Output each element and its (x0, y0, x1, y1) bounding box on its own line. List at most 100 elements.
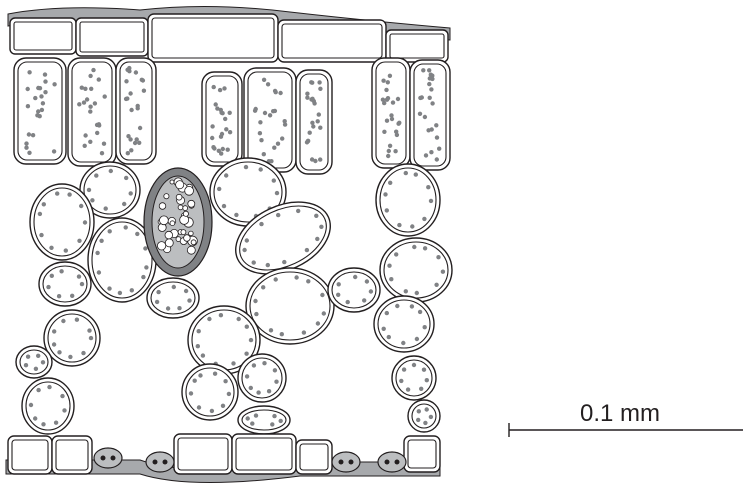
chloroplast (382, 130, 386, 134)
chloroplast (129, 148, 133, 152)
chloroplast (385, 311, 389, 315)
chloroplast (40, 108, 44, 112)
chloroplast (318, 157, 322, 161)
vessel (183, 211, 188, 216)
chloroplast (97, 77, 101, 81)
chloroplast (64, 248, 68, 252)
chloroplast (226, 148, 230, 152)
chloroplast (434, 123, 438, 127)
vessel (185, 186, 194, 195)
chloroplast (388, 144, 392, 148)
chloroplast (24, 146, 28, 150)
chloroplast (95, 251, 99, 255)
chloroplast (210, 124, 214, 128)
chloroplast (43, 72, 47, 76)
chloroplast (381, 79, 385, 83)
chloroplast (283, 119, 287, 123)
chloroplast (135, 137, 139, 141)
chloroplast (83, 87, 87, 91)
spongy-cell (30, 184, 94, 260)
chloroplast (388, 74, 392, 78)
chloroplast (314, 214, 318, 218)
chloroplast (429, 199, 433, 203)
chloroplast (38, 212, 42, 216)
chloroplast (426, 185, 430, 189)
chloroplast (127, 66, 131, 70)
lower-epidermal-cell (232, 434, 296, 474)
chloroplast (118, 291, 122, 295)
chloroplast (223, 379, 227, 383)
chloroplast (81, 351, 85, 355)
chloroplast (52, 149, 56, 153)
chloroplast (258, 131, 262, 135)
palisade-cell (202, 72, 242, 166)
chloroplast (189, 391, 193, 395)
chloroplast (441, 270, 445, 274)
chloroplast (396, 97, 400, 101)
chloroplast (270, 422, 274, 426)
chloroplast (42, 202, 46, 206)
palisade-cell (410, 60, 450, 170)
vessel (183, 206, 188, 211)
chloroplast (129, 108, 133, 112)
chloroplast (401, 341, 405, 345)
chloroplast (383, 192, 387, 196)
chloroplast (212, 85, 216, 89)
vessel (189, 231, 194, 236)
vessel (159, 203, 166, 210)
vessel (191, 240, 196, 245)
chloroplast (426, 128, 430, 132)
chloroplast (221, 404, 225, 408)
chloroplast (416, 418, 420, 422)
chloroplast (388, 181, 392, 185)
chloroplast (39, 94, 43, 98)
chloroplast (318, 87, 322, 91)
chloroplast (87, 188, 91, 192)
chloroplast (41, 101, 45, 105)
chloroplast (261, 285, 265, 289)
chloroplast (318, 126, 322, 130)
chloroplast (393, 149, 397, 153)
chloroplast (429, 415, 433, 419)
chloroplast (24, 363, 28, 367)
chloroplast (245, 374, 249, 378)
spongy-cell (238, 354, 286, 402)
chloroplast (276, 142, 280, 146)
chloroplast (87, 328, 91, 332)
chloroplast (279, 419, 283, 423)
vessel (188, 200, 195, 207)
spongy-cell (39, 262, 91, 306)
chloroplast (95, 131, 99, 135)
chloroplast (219, 313, 223, 317)
chloroplast (262, 361, 266, 365)
chloroplast (280, 136, 284, 140)
chloroplast (77, 239, 81, 243)
chloroplast (36, 354, 40, 358)
chloroplast (435, 135, 439, 139)
scale-bar-label: 0.1 mm (580, 400, 660, 427)
chloroplast (252, 363, 256, 367)
chloroplast (305, 92, 309, 96)
chloroplast (273, 368, 277, 372)
chloroplast (436, 255, 440, 259)
vessel (187, 246, 195, 254)
chloroplast (316, 321, 320, 325)
epidermal-cell (148, 14, 278, 62)
chloroplast (55, 191, 59, 195)
chloroplast (242, 248, 246, 252)
palisade-cell (244, 68, 296, 172)
chloroplast (245, 325, 249, 329)
chloroplast (256, 390, 260, 394)
chloroplast (391, 100, 395, 104)
chloroplast (430, 101, 434, 105)
chloroplast (59, 269, 63, 273)
chloroplast (346, 300, 350, 304)
chloroplast (394, 252, 398, 256)
spongy-cell (374, 296, 434, 352)
chloroplast (61, 319, 65, 323)
chloroplast (294, 275, 298, 279)
chloroplast (107, 286, 111, 290)
chloroplast (252, 260, 256, 264)
chloroplast (274, 277, 278, 281)
chloroplast (271, 109, 275, 113)
